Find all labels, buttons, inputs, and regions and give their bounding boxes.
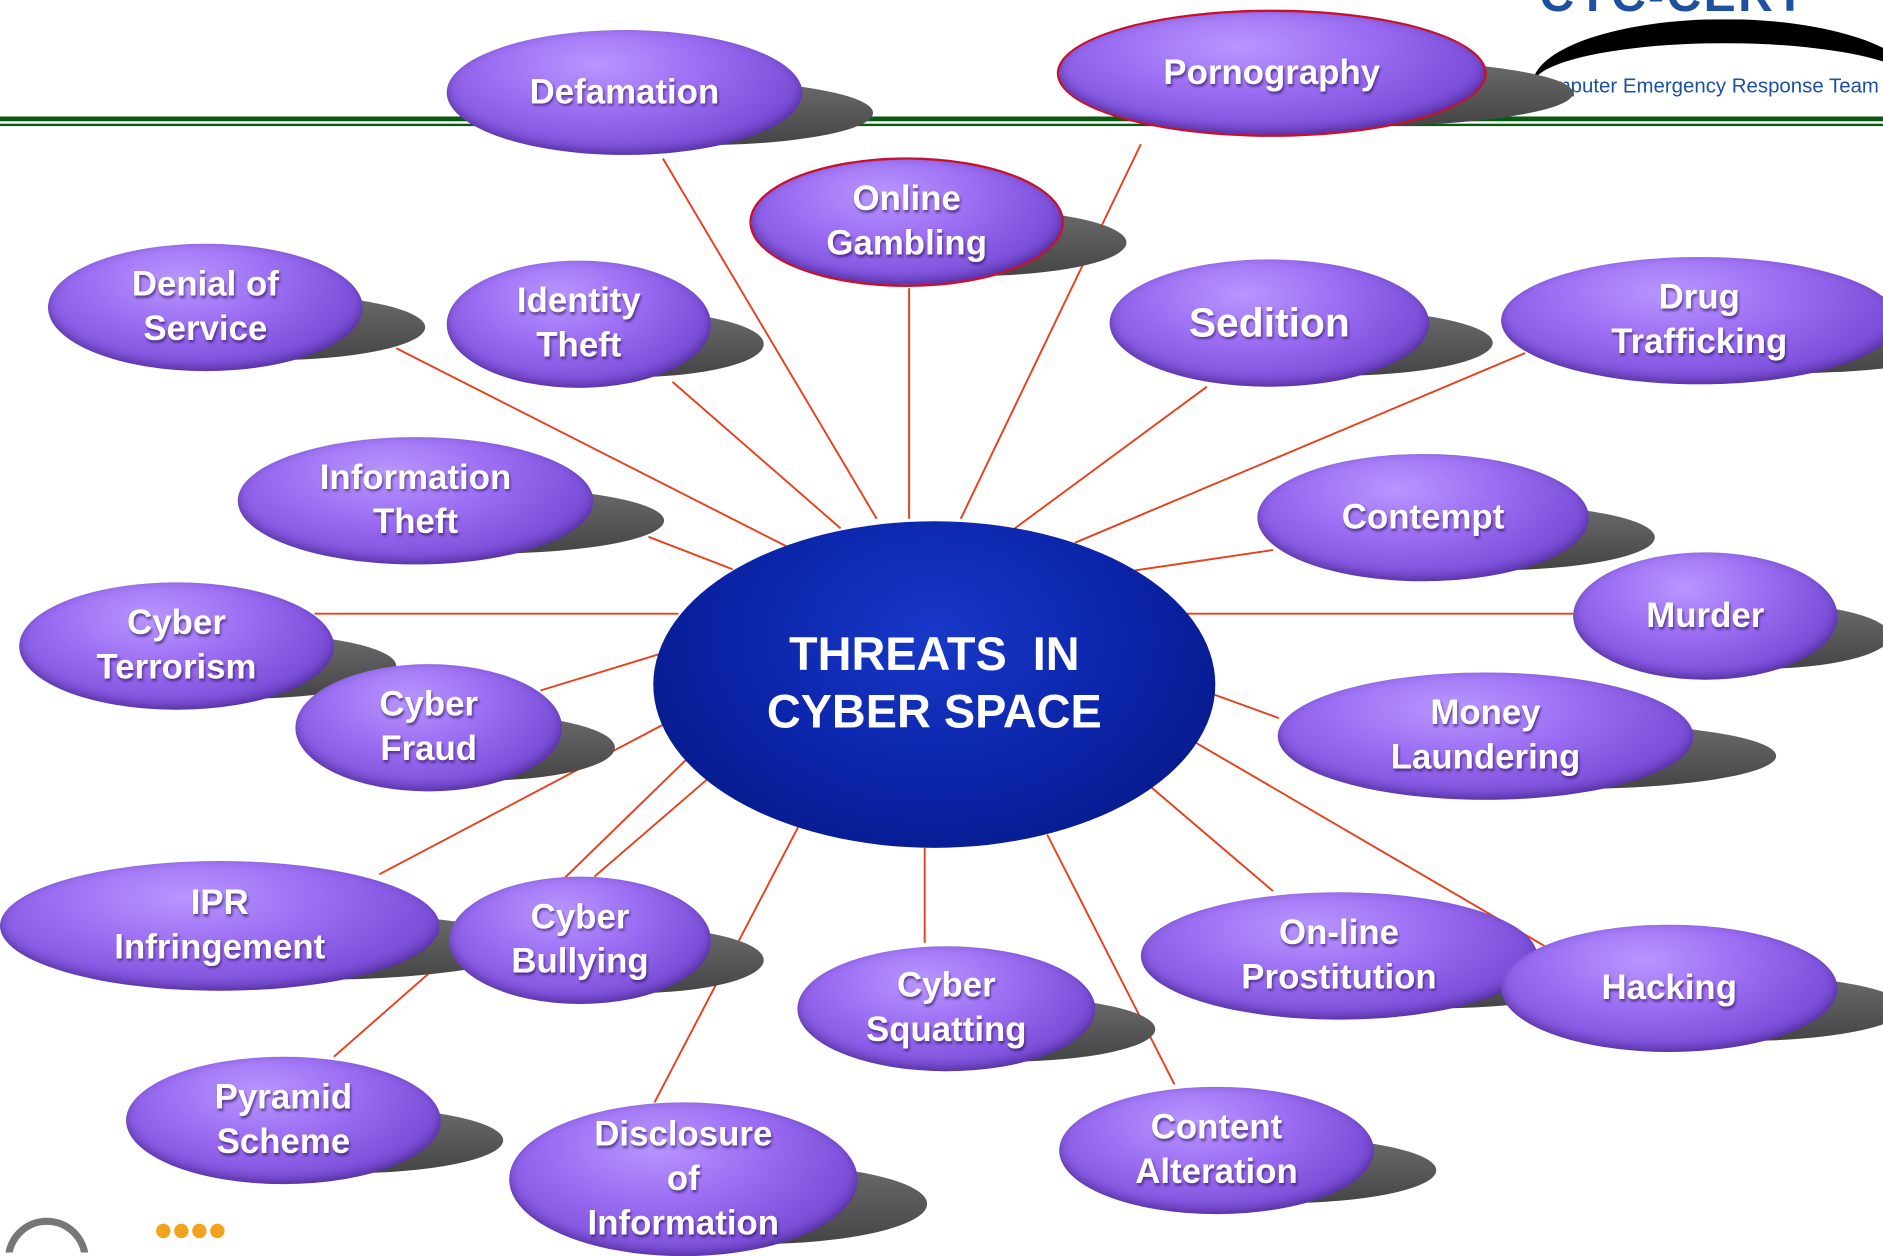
threat-node-drug-trafficking: Drug Trafficking [1501,256,1883,385]
connector-line-20 [333,969,433,1058]
footer-logo-ring [4,1217,89,1253]
threat-node-label: Information Theft [319,458,512,542]
threat-node-ellipse [446,260,711,388]
threat-node-label: Denial of Service [131,265,279,349]
threat-node-label: Pornography [1163,53,1381,92]
threat-node-label: Pyramid Scheme [214,1078,353,1162]
connector-line-8 [648,535,733,571]
threat-node-online-gambling: Online Gambling [749,157,1127,288]
threat-node-ellipse [749,157,1064,288]
connector-line-15 [551,758,688,891]
connector-line-22 [1046,834,1176,1085]
threat-node-label: On-line Prostitution [1241,913,1437,997]
threat-node-label: Sedition [1188,299,1350,346]
connector-line-5 [671,381,842,530]
connector-line-6 [1014,385,1208,530]
threat-node-cyber-bullying: Cyber Bullying [449,876,764,1004]
connector-line-1 [662,158,878,520]
threat-node-pyramid-scheme: Pyramid Scheme [126,1056,504,1185]
threat-node-cyber-squatting: Cyber Squatting [797,946,1156,1072]
header-rule [0,116,1883,122]
threat-node-label: Hacking [1601,968,1737,1007]
threat-node-ellipse [1257,453,1589,582]
connector-line-14 [379,723,665,876]
threat-node-label: Cyber Fraud [379,685,479,769]
connector-line-4 [395,347,788,548]
threat-node-ellipse [19,582,334,710]
threat-node-sedition: Sedition [1109,259,1493,387]
threat-node-cyber-fraud: Cyber Fraud [295,664,615,792]
threat-node-label: Content Alteration [1135,1108,1298,1192]
threat-node-pornography: Pornography [1056,9,1574,137]
threat-node-label: Contempt [1341,497,1505,537]
threat-node-identity-theft: Identity Theft [446,260,764,388]
threat-node-ellipse [48,243,363,372]
threat-node-ellipse [1109,259,1430,387]
connector-line-2 [959,143,1142,520]
threat-node-label: Cyber Squatting [866,966,1027,1050]
threat-node-label: Cyber Terrorism [96,604,257,687]
threat-node-label: Drug Trafficking [1611,278,1788,362]
central-node: THREATS IN CYBER SPACE [653,521,1216,848]
threat-node-ellipse [1059,1086,1374,1215]
cert-logo: CYC-CERT Computer Emergency Response Tea… [1516,0,1883,114]
threat-node-label: Money Laundering [1390,694,1581,777]
threat-node-on-line-prostitution: On-line Prostitution [1140,892,1617,1020]
threat-node-defamation: Defamation [446,30,874,155]
cert-logo-tagline: Computer Emergency Response Team [1527,74,1879,98]
central-node-label: THREATS IN CYBER SPACE [766,629,1102,739]
threat-node-label: Identity Theft [516,282,641,366]
threat-node-ellipse [1140,892,1538,1020]
threat-node-ellipse [1501,924,1838,1052]
threat-node-ellipse [126,1056,441,1185]
connector-line-9 [1134,549,1274,572]
threat-node-label: Defamation [529,72,720,112]
connector-line-17 [1149,785,1274,892]
threat-node-hacking: Hacking [1501,924,1883,1052]
threat-node-ellipse [449,876,711,1004]
threat-node-ellipse [797,946,1096,1072]
threat-node-contempt: Contempt [1257,453,1655,582]
connector-line-12 [540,653,659,692]
threat-node-ellipse [0,861,440,991]
threat-node-ellipse [295,664,563,792]
connector-line-16 [593,777,710,878]
threat-node-label: Murder [1646,596,1765,635]
footer-logo-dots [156,1223,228,1245]
threat-node-denial-of-service: Denial of Service [48,243,426,372]
connector-line-13 [1212,693,1280,720]
footer-logo [0,1213,252,1253]
threat-node-ellipse [446,30,803,155]
threat-node-disclosure-of-information: Disclosure of Information [509,1102,928,1256]
threat-node-content-alteration: Content Alteration [1059,1086,1437,1215]
threat-node-label: Online Gambling [826,180,987,263]
threat-node-murder: Murder [1573,552,1883,680]
connector-line-7 [1074,352,1526,544]
threat-node-ellipse [509,1102,858,1256]
threat-node-ellipse [1501,256,1883,385]
threat-node-cyber-terrorism: Cyber Terrorism [19,582,397,710]
threat-node-label: IPR Infringement [114,883,326,967]
threat-node-ellipse [1573,552,1838,680]
header-rule-thin [0,123,1883,127]
threat-node-ellipse [1056,9,1487,137]
threat-node-information-theft: Information Theft [237,437,665,565]
cert-logo-acronym: CYC-CERT [1540,0,1807,23]
threat-node-ipr-infringement: IPR Infringement [0,861,528,991]
threat-node-ellipse [1277,672,1694,800]
threat-node-label: Disclosure of Information [587,1115,780,1243]
threat-node-label: Cyber Bullying [511,898,649,982]
threat-node-money-laundering: Money Laundering [1277,672,1777,800]
threat-node-ellipse [237,437,594,565]
